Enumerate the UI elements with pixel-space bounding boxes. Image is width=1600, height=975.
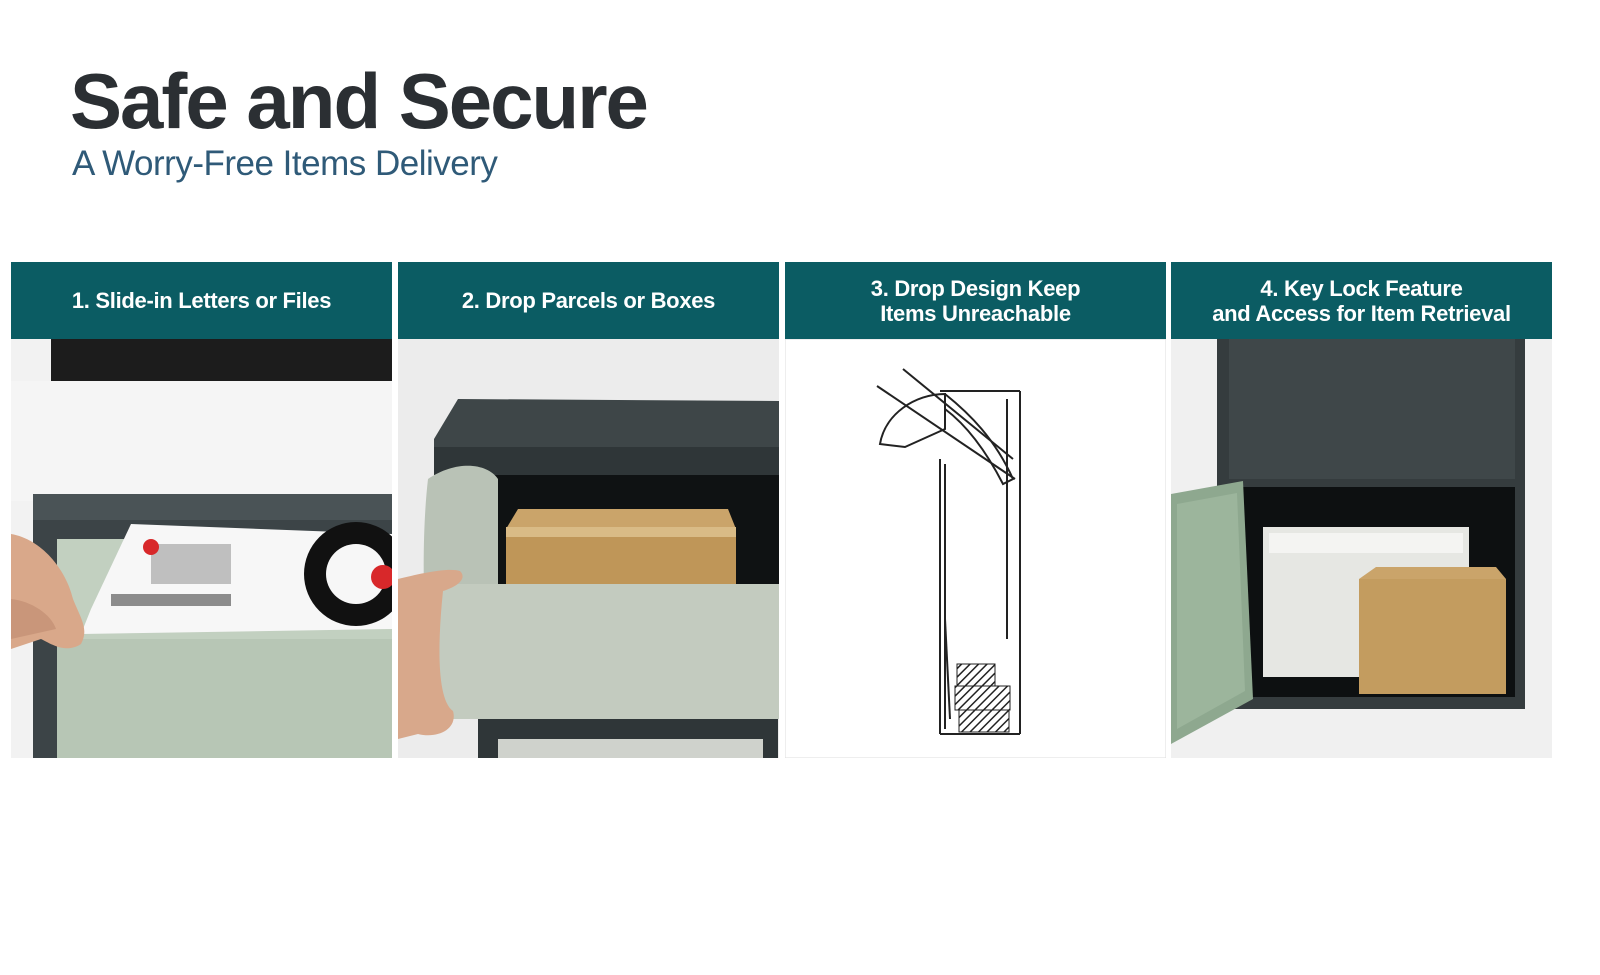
panel-drop-design: 3. Drop Design Keep Items Unreachable xyxy=(785,262,1166,758)
hand-icon xyxy=(398,569,463,739)
panel-header: 3. Drop Design Keep Items Unreachable xyxy=(785,262,1166,339)
photo-parcel-drop xyxy=(398,339,779,758)
parcel-box-icon xyxy=(1359,567,1506,694)
panel-header: 1. Slide-in Letters or Files xyxy=(11,262,392,339)
photo-letter-slot xyxy=(11,339,392,758)
panel-key-lock: 4. Key Lock Feature and Access for Item … xyxy=(1171,262,1552,758)
open-door-icon xyxy=(1171,481,1253,744)
page-title: Safe and Secure xyxy=(70,57,649,145)
page-subtitle: A Worry-Free Items Delivery xyxy=(72,144,498,183)
mailbox-cross-section-icon xyxy=(876,368,1021,735)
panel-slide-in-letters: 1. Slide-in Letters or Files xyxy=(11,262,392,758)
panel-header: 2. Drop Parcels or Boxes xyxy=(398,262,779,339)
parcel-box-icon xyxy=(954,663,1011,733)
panel-drop-parcels: 2. Drop Parcels or Boxes xyxy=(398,262,779,758)
hand-icon xyxy=(11,534,85,649)
panel-header: 4. Key Lock Feature and Access for Item … xyxy=(1171,262,1552,339)
photo-open-door xyxy=(1171,339,1552,758)
diagram-cross-section xyxy=(785,339,1166,758)
letter-icon xyxy=(81,522,392,634)
parcel-box-icon xyxy=(506,509,736,584)
